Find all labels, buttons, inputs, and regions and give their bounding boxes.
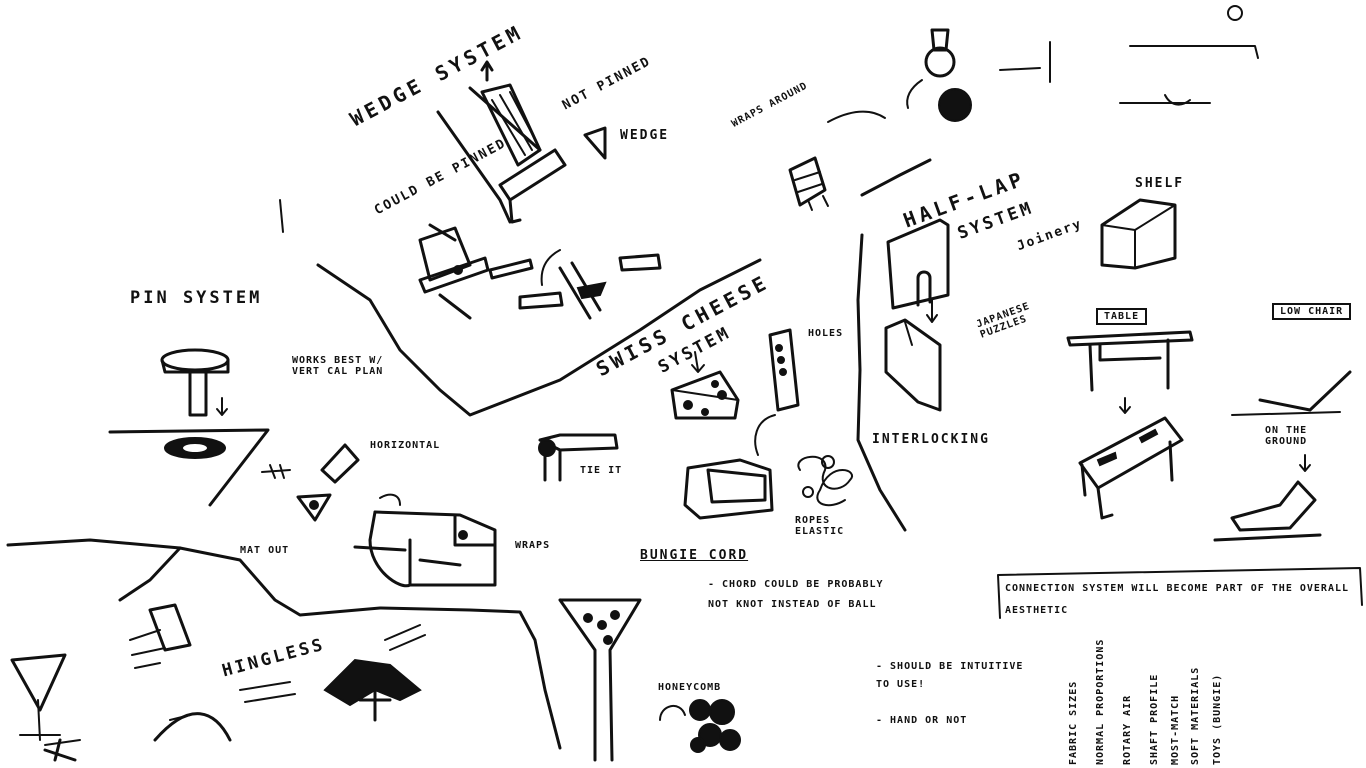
tie-sketch — [538, 433, 619, 482]
cheese-sketch — [670, 351, 740, 420]
hand-or-not-note: - HAND OR NOT — [876, 715, 968, 726]
intuitive-note: - SHOULD BE INTUITIVE TO USE! — [876, 661, 1024, 690]
horizontal-label: HORIZONTAL — [370, 440, 441, 451]
chord-note: - CHORD COULD BE PROBABLY NOT KNOT INSTE… — [708, 579, 884, 610]
interlocking-label: INTERLOCKING — [872, 432, 990, 447]
works-best-label: WORKS BEST W/ VERT CAL PLAN — [292, 355, 384, 377]
honeycomb-sketch — [558, 598, 741, 762]
side-note-6: SOFT MATERIALS — [1190, 666, 1201, 765]
side-note-3: ROTARY AIR — [1122, 694, 1133, 765]
shelf-label: SHELF — [1135, 176, 1185, 191]
hinge-sketches — [10, 603, 426, 762]
side-note-2: NORMAL PROPORTIONS — [1095, 638, 1106, 765]
wedge-label: WEDGE — [620, 128, 670, 143]
pinned-wedge-sketch — [418, 223, 534, 320]
bottom-left-region-border — [6, 538, 562, 750]
strap-sketch — [683, 414, 776, 520]
wedge-sketch — [436, 60, 567, 224]
pin-system-label: PIN SYSTEM — [130, 288, 263, 308]
rope-sketch — [797, 455, 853, 507]
side-note-4: SHAFT PROFILE — [1149, 673, 1160, 765]
bungie-cord-label: BUNGIE CORD — [640, 548, 749, 563]
tie-it-label: TIE IT — [580, 465, 623, 476]
shelf-cube-sketch — [1100, 198, 1177, 270]
mat-out-label: MAT OUT — [240, 545, 290, 556]
round-peg-sketch — [353, 493, 497, 588]
connection-note: CONNECTION SYSTEM WILL BECOME PART OF TH… — [1005, 583, 1350, 616]
side-note-7: TOYS (BUNGIE) — [1212, 673, 1223, 765]
honeycomb-label: HONEYCOMB — [658, 682, 722, 693]
wrap-joint-sketch — [788, 110, 886, 211]
side-note-5: MOST-MATCH — [1170, 694, 1181, 765]
holes-label: HOLES — [808, 328, 844, 339]
low-chair-label: LOW CHAIR — [1272, 303, 1352, 320]
knob-sketch — [906, 5, 1243, 122]
small-wedge-icon — [583, 126, 607, 160]
low-chair-sketch — [1213, 370, 1352, 542]
connection-note-box — [997, 567, 1363, 619]
top-right-lines — [999, 41, 1259, 106]
on-the-ground-label: ON THE GROUND — [1265, 425, 1308, 447]
holed-bar-sketch — [768, 328, 800, 412]
pin-sketch — [108, 348, 270, 507]
interlocking-divider — [856, 158, 932, 532]
table-sketch — [1066, 330, 1194, 520]
half-lap-panel-sketch — [884, 218, 950, 412]
swiss-arrow-sketch — [518, 249, 662, 320]
wedge-region-border — [279, 199, 762, 417]
side-note-1: FABRIC SIZES — [1068, 680, 1079, 765]
ropes-elastic-label: ROPES ELASTIC — [795, 515, 845, 537]
pin-variants-sketch — [261, 443, 360, 522]
table-label: TABLE — [1096, 308, 1148, 325]
wraps-label: WRAPS — [515, 540, 551, 551]
